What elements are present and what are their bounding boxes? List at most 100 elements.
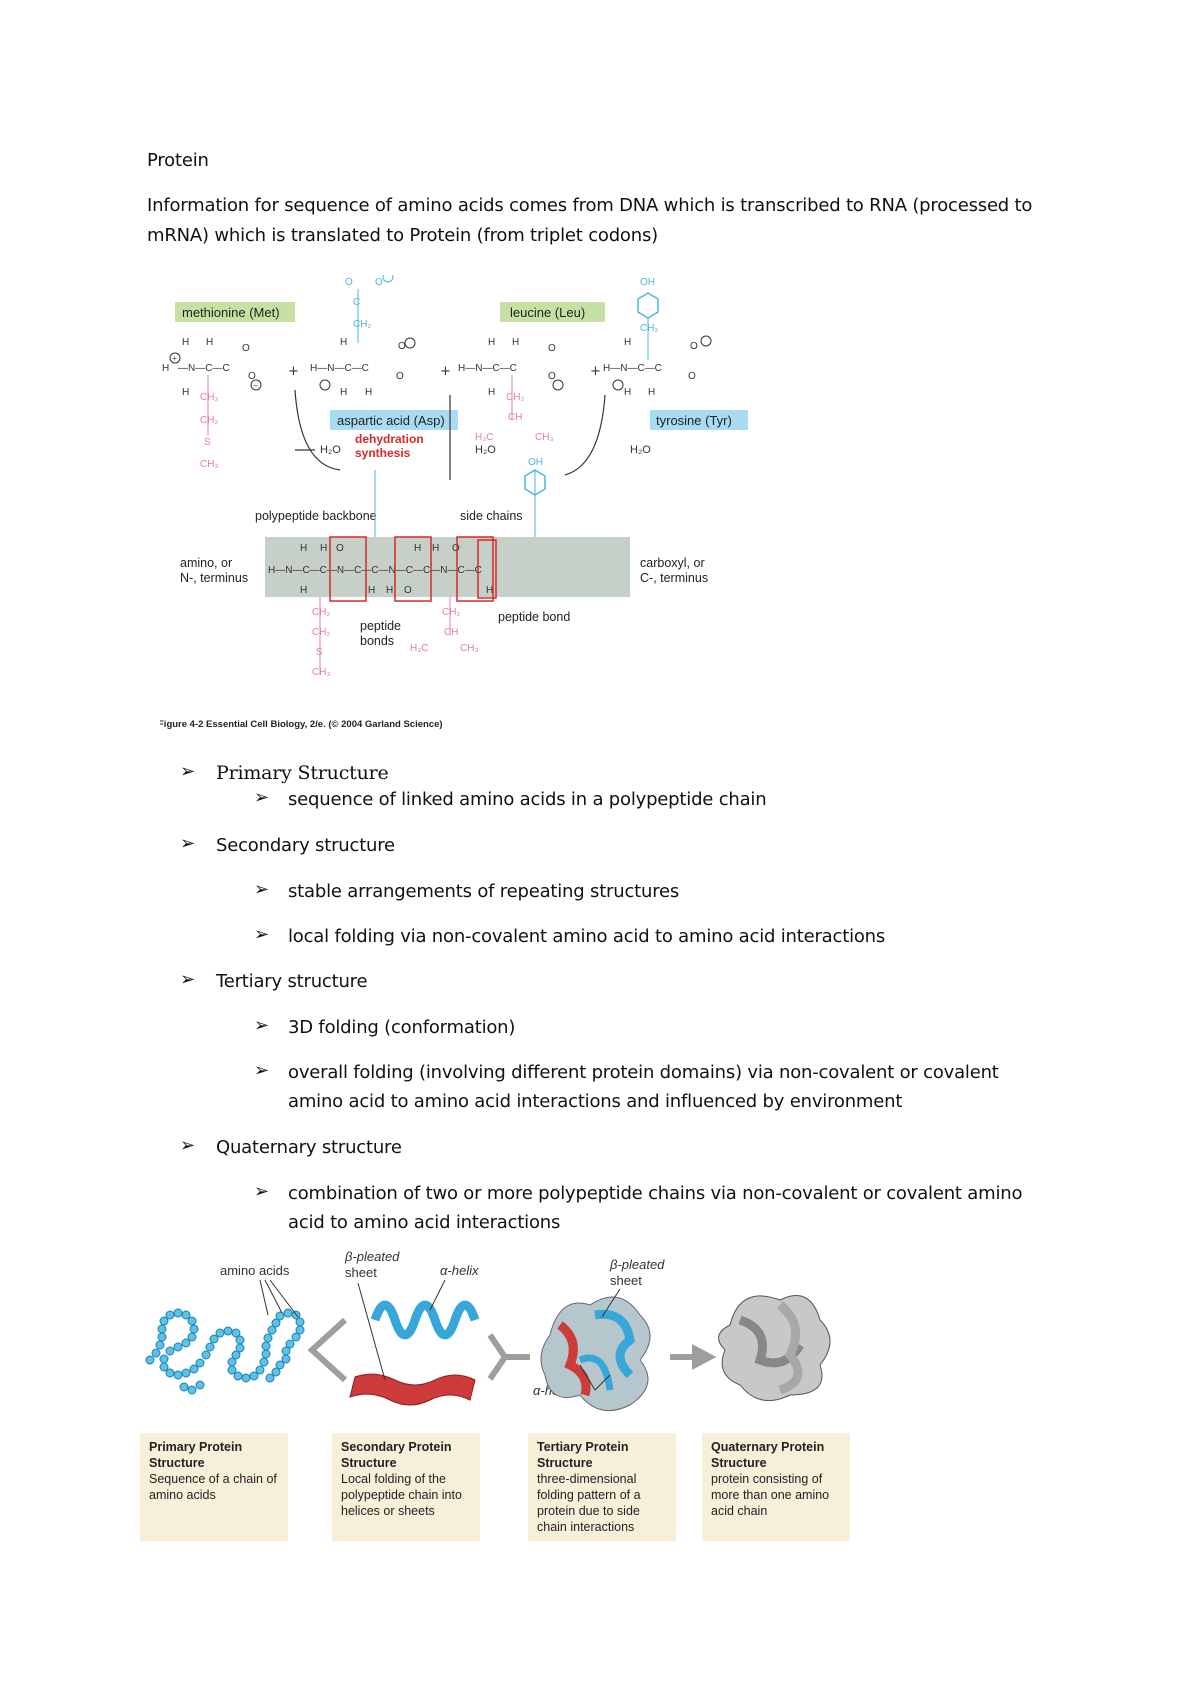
svg-text:H: H [182,387,189,398]
plus-sign-3: + [590,364,601,379]
svg-text:H: H [488,337,495,348]
backbone-label: polypeptide backbone [255,509,377,523]
secondary-structure-box: Secondary Protein Structure Local foldin… [332,1433,480,1541]
side-chains-label: side chains [460,509,523,523]
svg-text:O: O [404,585,412,596]
svg-text:H: H [300,543,307,554]
svg-text:H—N—C—C—N—C—C—N—C—C—N—C—C: H—N—C—C—N—C—C—N—C—C—N—C—C [268,565,482,576]
svg-text:H: H [365,387,372,398]
svg-text:H: H [486,585,493,596]
svg-text:OH: OH [640,277,655,288]
tyr-label-bg [650,410,748,430]
svg-text:CH: CH [444,627,458,638]
svg-text:H—N—C—C: H—N—C—C [458,363,517,374]
svg-text:H: H [206,337,213,348]
tyr-oh: OH [528,457,543,468]
svg-text:CH₃: CH₃ [200,459,219,470]
svg-text:H: H [624,337,631,348]
dehydration-synthesis-figure: methionine (Met) leucine (Leu) aspartic … [160,275,748,730]
carboxyl-terminus-label-1: carboxyl, or [640,556,705,570]
svg-text:C: C [353,297,360,308]
svg-text:O: O [345,277,353,288]
amino-acid-chain [145,1308,305,1395]
asp-label: aspartic acid (Asp) [337,413,445,428]
svg-text:CH₂: CH₂ [312,627,330,638]
svg-text:H: H [488,387,495,398]
svg-text:H₃C: H₃C [410,643,429,654]
tertiary-beta-sheet-label-2: sheet [610,1273,642,1288]
tertiary-structure-detail-1: 3D folding (conformation) [288,1017,516,1038]
quaternary-structure-heading: Quaternary structure [216,1137,402,1158]
tertiary-structure-box: Tertiary Protein Structure three-dimensi… [528,1433,676,1541]
beta-sheet-label-2: sheet [345,1265,377,1280]
bullet-arrow-icon: ➢ [254,787,270,808]
beta-sheet-shape [349,1373,476,1406]
svg-text:S: S [316,647,323,658]
svg-text:H: H [182,337,189,348]
tyr-ring [524,469,546,496]
leu-label-bg [500,302,605,322]
svg-text:O: O [548,343,556,354]
svg-text:O: O [690,341,698,352]
alpha-helix-shape [370,1300,480,1340]
figure1-caption: Figure 4-2 Essential Cell Biology, 2/e. … [160,719,443,730]
svg-text:CH₂: CH₂ [200,415,218,426]
primary-box-body: Sequence of a chain of amino acids [149,1472,277,1502]
primary-structure-detail: sequence of linked amino acids in a poly… [288,789,767,810]
svg-text:H: H [340,387,347,398]
bullet-arrow-icon: ➢ [254,1181,270,1202]
asp-label-bg [330,410,458,430]
svg-text:O: O [396,371,404,382]
svg-text:H: H [368,585,375,596]
bullet-arrow-icon: ➢ [180,761,196,782]
svg-text:S: S [204,437,211,448]
peptide-bond-boxes [329,536,497,602]
tertiary-box-body: three-dimensional folding pattern of a p… [537,1472,641,1534]
tertiary-structure-detail-2b: amino acid to amino acid interactions an… [288,1091,903,1112]
svg-text:CH₂: CH₂ [353,319,371,330]
synthesis-label: synthesis [355,446,411,460]
tyr-label: tyrosine (Tyr) [656,413,732,428]
met-label-bg [175,302,295,322]
secondary-pointers [357,1279,446,1381]
tertiary-structure-heading: Tertiary structure [216,971,368,992]
plus-sign-2: + [440,364,451,379]
primary-structure-box: Primary Protein Structure Sequence of a … [140,1433,288,1541]
svg-text:H₃C: H₃C [475,432,494,443]
secondary-box-title: Secondary Protein Structure [341,1440,452,1470]
svg-text:O: O [248,371,256,382]
peptide-bonds-label-1: peptide [360,619,401,633]
quaternary-box-body: protein consisting of more than one amin… [711,1472,830,1518]
svg-text:—N—C—C: —N—C—C [178,363,230,374]
svg-text:O: O [242,343,250,354]
carboxyl-terminus-label-2: C-, terminus [640,571,708,585]
svg-text:+: + [172,354,177,363]
svg-text:H: H [648,387,655,398]
quaternary-structure-detail-a: combination of two or more polypeptide c… [288,1183,1023,1204]
svg-text:H—N—C—C: H—N—C—C [310,363,369,374]
svg-text:O: O [452,543,460,554]
amino-terminus-label-2: N-, terminus [180,571,248,585]
page-title: Protein [147,150,209,171]
svg-text:H: H [512,337,519,348]
svg-text:CH₂: CH₂ [312,607,330,618]
svg-text:O: O [336,543,344,554]
svg-text:H: H [624,387,631,398]
svg-text:H: H [414,543,421,554]
plus-sign-1: + [288,364,299,379]
amino-acids-label: amino acids [220,1263,290,1278]
svg-text:CH: CH [508,412,522,423]
bullet-arrow-icon: ➢ [180,969,196,990]
svg-text:H: H [340,337,347,348]
bullet-arrow-icon: ➢ [254,1015,270,1036]
structure-arrows [307,1317,530,1383]
beta-sheet-label-1: β-pleated [344,1249,400,1264]
amino-acids-pointer [259,1279,299,1318]
